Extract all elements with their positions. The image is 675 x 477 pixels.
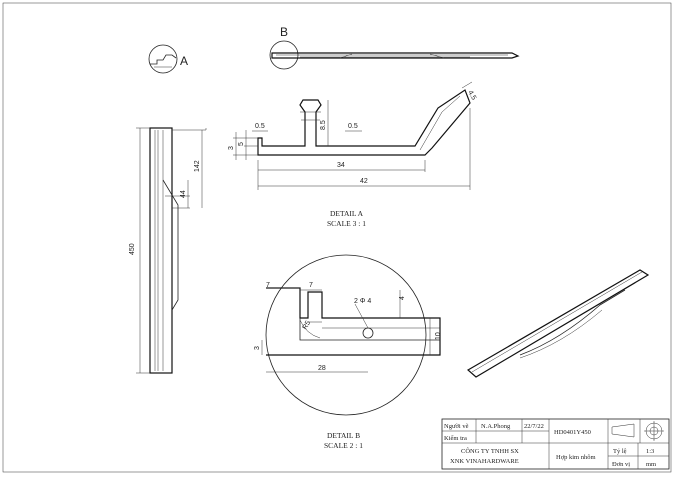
section-b-view: B bbox=[269, 25, 520, 70]
dim-upper: 142 bbox=[194, 160, 201, 172]
dim-lower: 44 bbox=[180, 190, 187, 198]
dim-thk-3: 3 bbox=[254, 346, 261, 350]
drawn-by-label: Người vẽ bbox=[444, 423, 469, 430]
projection-circle-icon bbox=[644, 421, 664, 441]
title-block: Người vẽ N.A.Phong 22/7/22 Kiểm tra HD04… bbox=[441, 418, 670, 470]
section-a-label: A bbox=[180, 54, 188, 68]
dim-rib-height: 8.5 bbox=[320, 120, 327, 130]
part-code: HD0401Y450 bbox=[554, 429, 591, 436]
detail-a-title: DETAIL A bbox=[330, 209, 364, 218]
drawn-date: 22/7/22 bbox=[524, 423, 544, 430]
isometric-view bbox=[466, 269, 650, 378]
detail-b-scale: SCALE 2 : 1 bbox=[324, 441, 363, 450]
scale-value: 1:3 bbox=[646, 448, 654, 455]
detail-a-scale: SCALE 3 : 1 bbox=[327, 219, 366, 228]
detail-a-drawing: 0.5 0.5 8.5 3 5 34 42 4.5 bbox=[228, 81, 477, 190]
projection-cone-icon bbox=[611, 423, 635, 438]
dim-outer-7: 7 bbox=[266, 282, 270, 289]
dim-inner-len: 34 bbox=[337, 162, 345, 169]
dim-length: 450 bbox=[129, 243, 136, 255]
material: Hợp kim nhôm bbox=[556, 454, 596, 461]
dim-gap-left: 0.5 bbox=[255, 123, 265, 130]
detail-b-drawing: 7 7 2 Φ 4 4 10 3 28 R5 bbox=[254, 254, 442, 416]
company-line2: XNK VINAHARDWARE bbox=[450, 458, 519, 465]
scale-label: Tỷ lệ bbox=[613, 448, 627, 455]
drawn-by: N.A.Phong bbox=[481, 423, 511, 430]
dim-len-28: 28 bbox=[318, 365, 326, 372]
unit-value: mm bbox=[646, 461, 656, 468]
unit-label: Đơn vị bbox=[612, 461, 630, 468]
dim-hole: 2 Φ 4 bbox=[354, 298, 371, 305]
dim-lip: 5 bbox=[238, 142, 245, 146]
dim-tip: 4.5 bbox=[466, 90, 477, 102]
company-line1: CÔNG TY TNHH SX bbox=[461, 447, 519, 455]
detail-b-title: DETAIL B bbox=[327, 431, 360, 440]
dim-gap-right: 0.5 bbox=[348, 123, 358, 130]
dim-height-10: 10 bbox=[435, 332, 442, 340]
side-view-drawing: 450 142 44 bbox=[129, 127, 207, 374]
section-b-label: B bbox=[280, 25, 288, 39]
dim-overall-len: 42 bbox=[360, 178, 368, 185]
section-a-marker: A bbox=[148, 44, 188, 74]
dim-depth-4: 4 bbox=[399, 296, 406, 300]
dim-inner-7: 7 bbox=[309, 282, 313, 289]
dim-base-thk: 3 bbox=[228, 146, 235, 150]
dim-radius: R5 bbox=[302, 320, 313, 331]
checked-label: Kiểm tra bbox=[444, 435, 467, 442]
